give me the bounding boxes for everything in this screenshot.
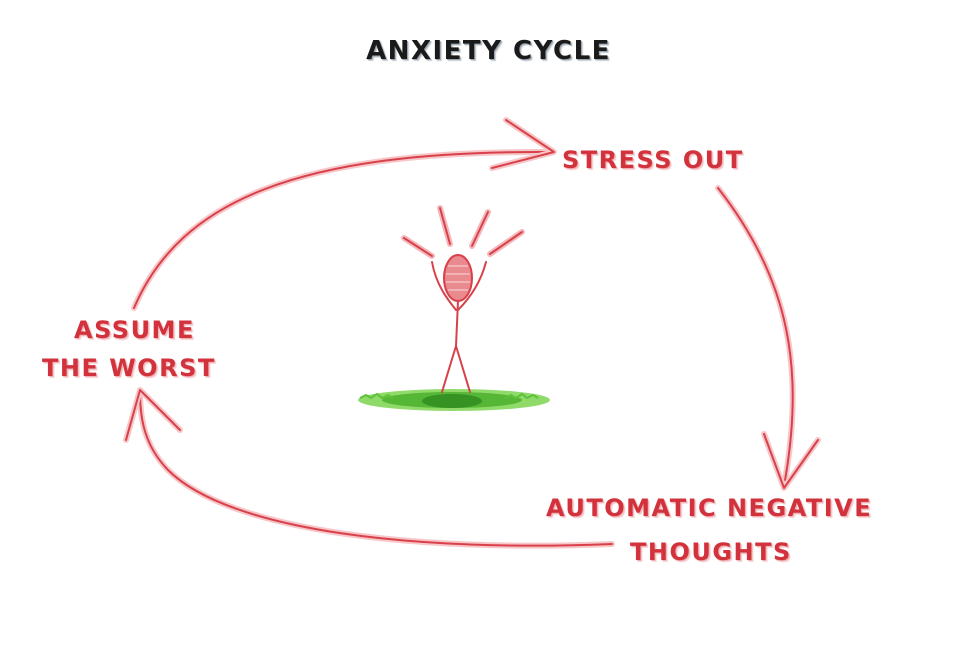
- step-negative-thoughts-line2: THOUGHTS: [630, 538, 792, 566]
- grass-patch: [358, 389, 550, 411]
- arrow-assume-to-stress: [131, 117, 557, 311]
- diagram-title: ANXIETY CYCLE: [366, 36, 611, 66]
- arrow-negative-to-assume: [123, 387, 615, 549]
- step-stress-out: STRESS OUT: [562, 146, 744, 174]
- step-assume-worst-line2: THE WORST: [42, 354, 216, 382]
- figure-body: [431, 261, 487, 393]
- figure-head: [443, 254, 473, 302]
- stick-figure: [401, 205, 525, 393]
- arrow-stress-to-negative: [715, 185, 821, 491]
- step-negative-thoughts-line1: AUTOMATIC NEGATIVE: [546, 494, 873, 522]
- stress-lines: [401, 205, 525, 259]
- step-assume-worst-line1: ASSUME: [74, 316, 195, 344]
